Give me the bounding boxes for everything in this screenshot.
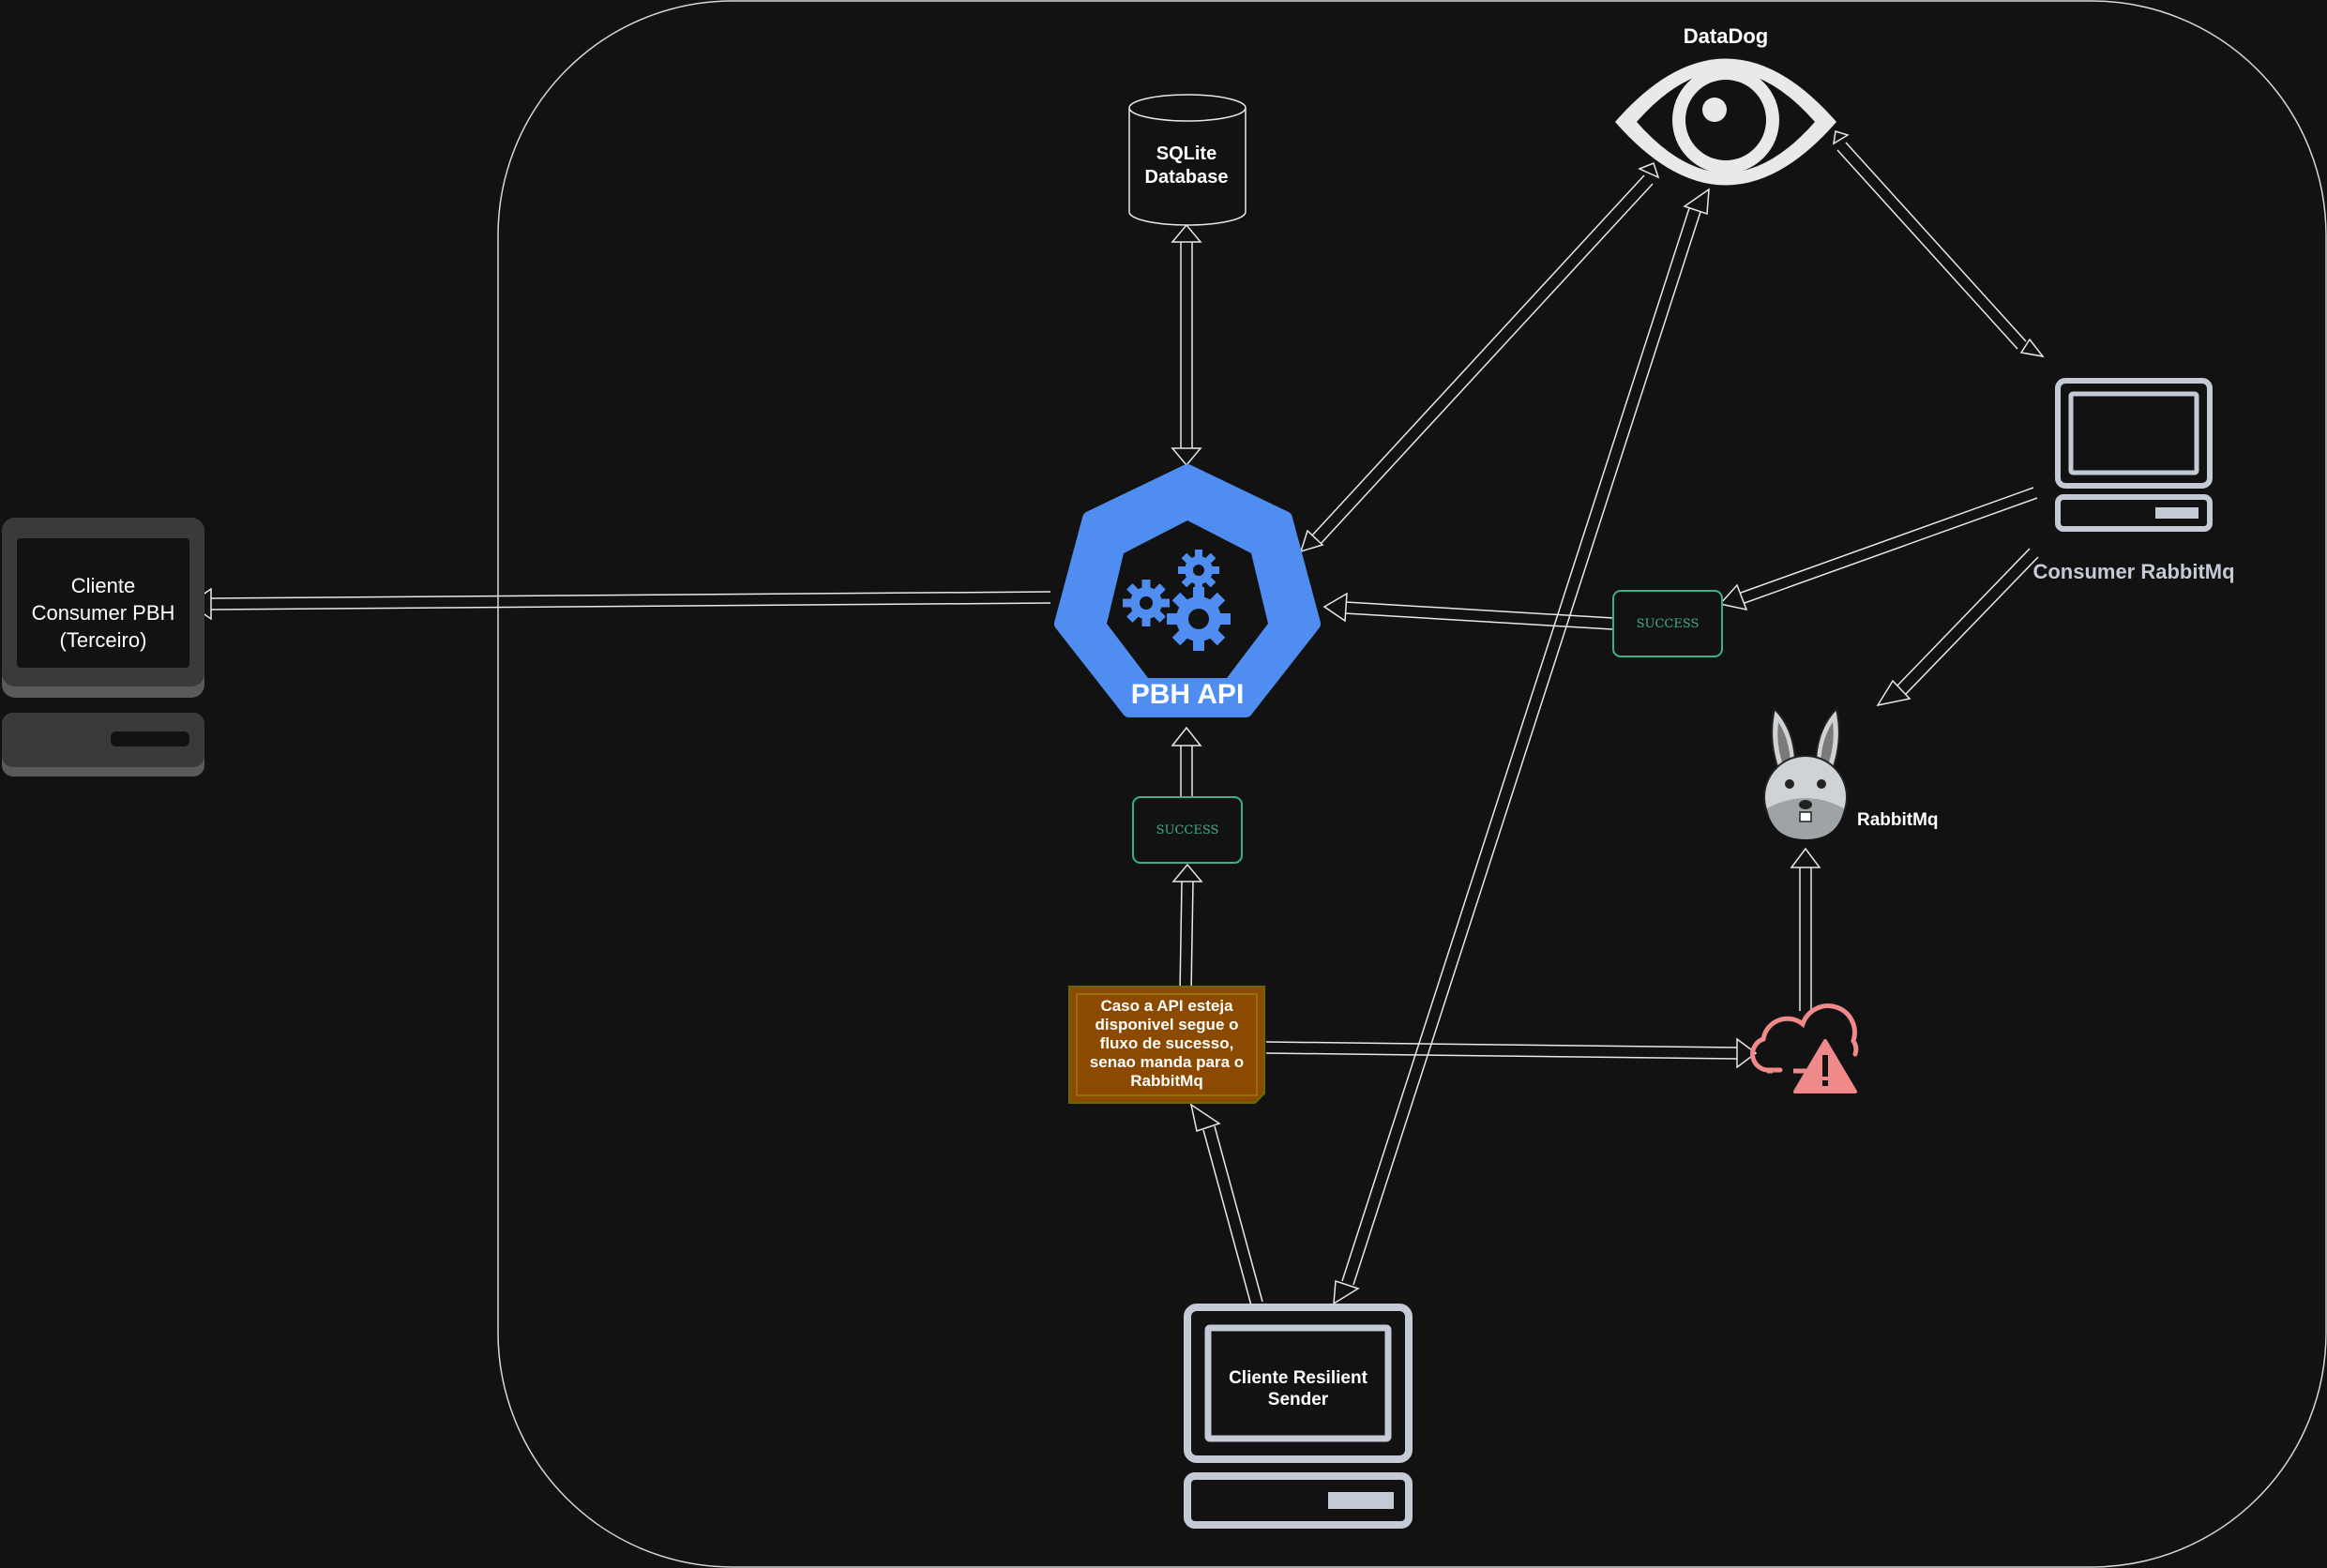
sqlite-label-line2: Database bbox=[1145, 167, 1229, 188]
sqlite-label-line1: SQLite bbox=[1156, 143, 1216, 164]
system-boundary bbox=[497, 0, 2327, 1568]
success-badge-right: SUCCESS bbox=[1612, 590, 1723, 657]
cliente-consumer-node: Cliente Consumer PBH (Terceiro) bbox=[2, 518, 204, 776]
edge-alert-cloud-to-rabbitmq bbox=[1790, 847, 1821, 1011]
edge-success-right-to-pbh-api bbox=[1322, 592, 1614, 630]
edge-datadog-pbh-api bbox=[1299, 162, 1660, 553]
note-line-1: Caso a API esteja bbox=[1100, 997, 1233, 1015]
note-line-3: fluxo de sucesso, bbox=[1100, 1034, 1234, 1052]
edge-cliente-resilient-to-note bbox=[1189, 1103, 1263, 1306]
pbh-api-label: PBH API bbox=[1131, 679, 1245, 710]
success-label-middle: SUCCESS bbox=[1156, 823, 1219, 837]
success-badge-middle: SUCCESS bbox=[1132, 796, 1243, 864]
edge-datadog-cliente-resilient bbox=[1333, 188, 1710, 1305]
note-line-2: disponivel segue o bbox=[1095, 1016, 1238, 1033]
success-label-right: SUCCESS bbox=[1637, 617, 1700, 631]
cloud-warning-icon bbox=[1750, 1003, 1859, 1093]
cliente-resilient-label-line2: Sender bbox=[1268, 1390, 1329, 1410]
edge-note-to-alert-cloud bbox=[1265, 1037, 1758, 1069]
edge-consumer-to-success-right bbox=[1718, 487, 2038, 611]
rabbitmq-node: RabbitMq bbox=[1763, 707, 1939, 839]
consumer-rabbitmq-node: Consumer RabbitMq bbox=[2032, 378, 2235, 583]
edge-note-to-success-middle bbox=[1171, 863, 1203, 993]
edge-pbh-api-to-cliente-consumer bbox=[188, 587, 1051, 621]
rabbitmq-label: RabbitMq bbox=[1857, 810, 1939, 830]
edge-success-middle-to-pbh-api bbox=[1171, 726, 1202, 797]
consumer-rabbitmq-label: Consumer RabbitMq bbox=[2032, 560, 2234, 583]
decision-note: Caso a API esteja disponivel segue o flu… bbox=[1068, 986, 1265, 1104]
computer-icon bbox=[2055, 378, 2213, 532]
cliente-resilient-node: Cliente Resilient Sender bbox=[1184, 1304, 1413, 1529]
computer-icon bbox=[1184, 1304, 1413, 1529]
cliente-resilient-label-line1: Cliente Resilient bbox=[1229, 1368, 1367, 1388]
computer-icon bbox=[2, 518, 204, 776]
cliente-consumer-label-line2: Consumer PBH bbox=[32, 601, 175, 625]
note-line-5: RabbitMq bbox=[1130, 1072, 1202, 1090]
edge-datadog-consumer-rabbitmq bbox=[1833, 130, 2045, 358]
rabbit-icon bbox=[1763, 707, 1848, 839]
note-line-4: senao manda para o bbox=[1090, 1053, 1244, 1071]
edge-sqlite-pbh-api bbox=[1171, 223, 1202, 467]
cliente-consumer-label-line1: Cliente bbox=[71, 574, 135, 597]
cliente-consumer-label-line3: (Terceiro) bbox=[60, 628, 147, 652]
datadog-node: DataDog bbox=[1615, 24, 1836, 186]
sqlite-database-node: SQLite Database bbox=[1128, 94, 1247, 226]
kubernetes-gears-icon bbox=[1123, 550, 1231, 651]
eye-icon bbox=[1615, 58, 1836, 186]
edge-consumer-to-rabbitmq bbox=[1876, 548, 2039, 707]
database-cylinder-icon bbox=[1128, 108, 1247, 226]
pbh-api-node: PBH API bbox=[1054, 464, 1321, 717]
datadog-label: DataDog bbox=[1684, 24, 1768, 48]
